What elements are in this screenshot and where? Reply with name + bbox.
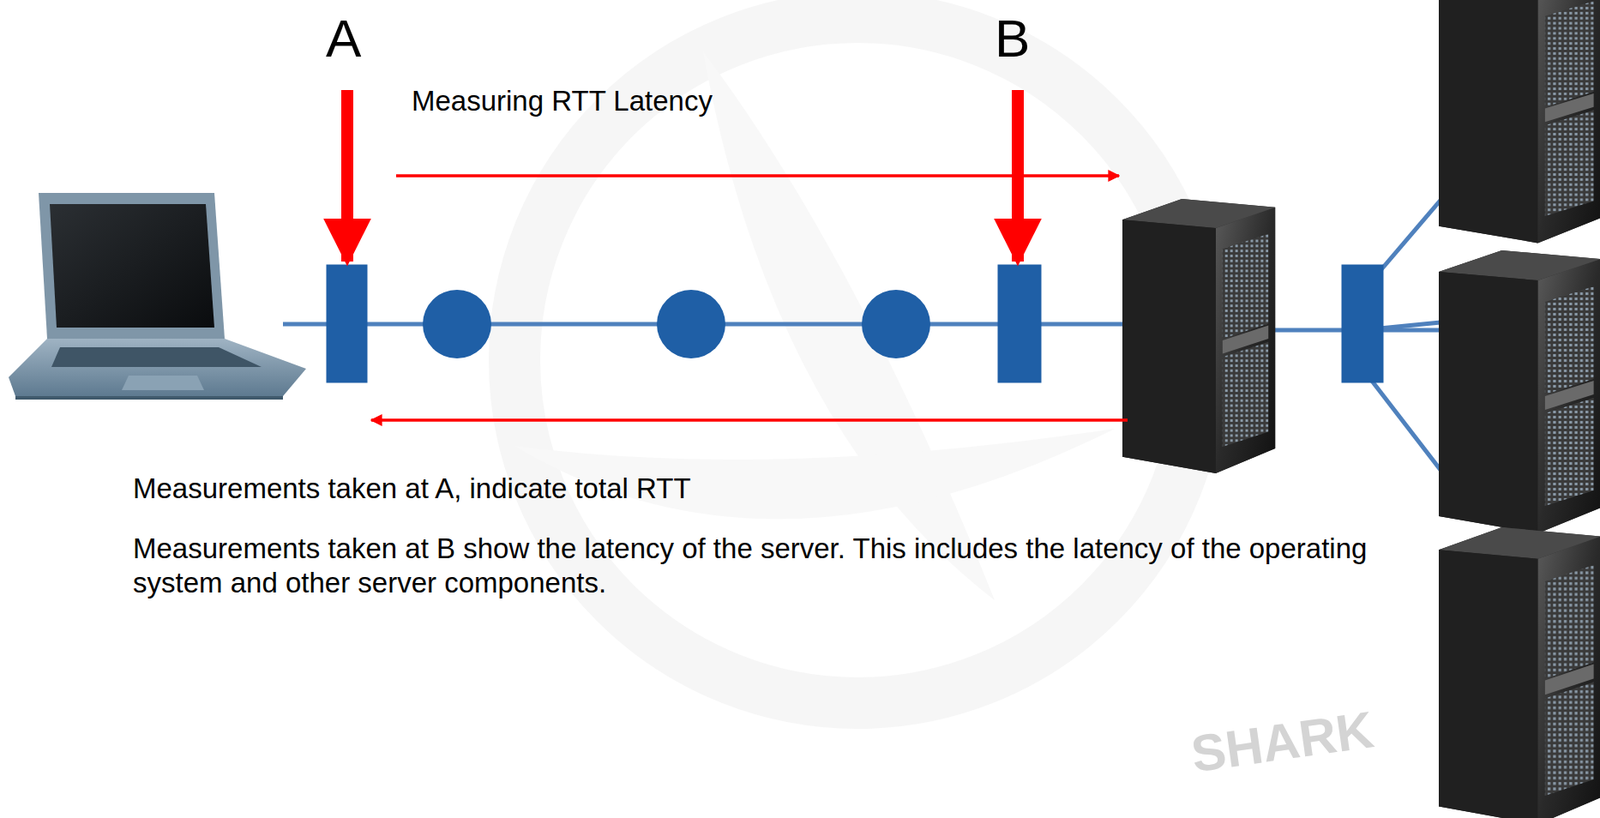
laptop-icon	[8, 192, 307, 400]
network-wire	[282, 180, 1475, 515]
watermark: SHARK	[1187, 698, 1378, 786]
watermark-logo	[514, 17, 1201, 704]
router-hop	[422, 289, 931, 359]
note-text: Measurements taken at B show the latency…	[132, 531, 1432, 600]
measurement-arrow	[347, 90, 1128, 421]
tap-letter: B	[994, 6, 1030, 71]
arrow-label: Measuring RTT Latency	[411, 84, 713, 119]
note-text: Measurements taken at A, indicate total …	[132, 471, 692, 506]
tap-letter: A	[325, 6, 361, 71]
